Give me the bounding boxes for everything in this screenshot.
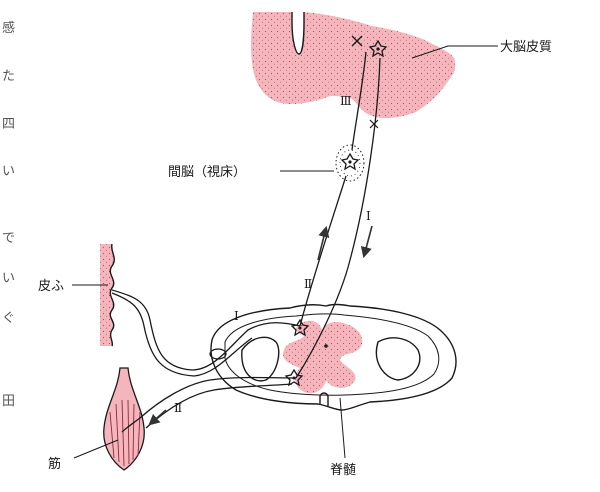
ventral-root-motor-2 — [146, 384, 292, 428]
dorsal-root-sensory-2 — [112, 293, 252, 376]
margin-char: ぐ — [2, 311, 15, 326]
margin-char: い — [2, 271, 15, 286]
cerebral-cortex — [251, 12, 455, 118]
numeral-second-order: Ⅱ — [304, 277, 312, 291]
descending-arrow — [364, 226, 372, 256]
ascending-tract-lower — [300, 176, 346, 326]
spinal-cord-label: 脊髄 — [330, 463, 356, 478]
central-canal — [324, 344, 328, 348]
spinal-white-right — [376, 338, 419, 380]
spinal-cord-leader-line — [340, 398, 345, 458]
margin-char: 田 — [2, 394, 15, 409]
tract-cross-marker — [370, 120, 378, 128]
skin-label: 皮ふ — [38, 279, 64, 294]
spinal-white-left — [242, 337, 279, 381]
margin-char: で — [2, 231, 15, 246]
muscle-label: 筋 — [48, 456, 61, 472]
numeral-third-order: Ⅲ — [340, 94, 352, 108]
margin-char: 感 — [2, 20, 15, 36]
dorsal-root-sensory — [112, 290, 300, 370]
thalamus-nucleus — [336, 145, 364, 181]
numeral-dorsal-root: Ⅰ — [234, 309, 239, 323]
skin-section — [100, 244, 114, 346]
thalamus-label: 間脳（視床） — [168, 165, 246, 180]
margin-text: 感 た 四 い で い ぐ 田 — [2, 20, 15, 409]
margin-char: た — [2, 69, 15, 84]
cortex-stipple — [251, 12, 455, 118]
spinal-cord-section — [211, 305, 456, 411]
numeral-descending: Ⅰ — [366, 209, 371, 223]
margin-char: い — [2, 164, 15, 179]
numeral-ventral-root: Ⅱ — [174, 401, 182, 415]
margin-char: 四 — [2, 117, 15, 132]
motor-output-arrow — [150, 410, 166, 424]
cortex-label: 大脳皮質 — [500, 40, 552, 55]
